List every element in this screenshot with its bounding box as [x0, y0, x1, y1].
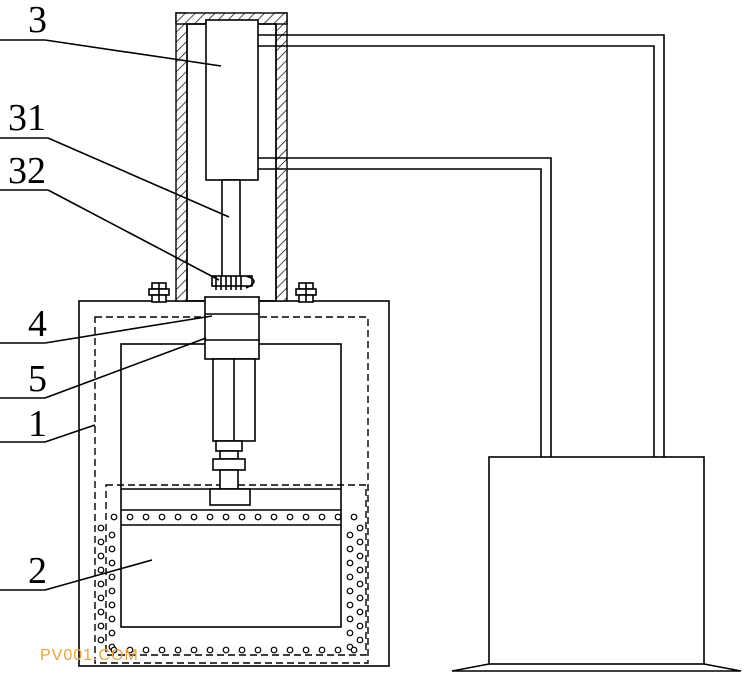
- coil-ring: [350, 646, 358, 654]
- coil-ring: [302, 513, 310, 521]
- heating-coil-top-row: [110, 513, 358, 521]
- coil-ring: [254, 646, 262, 654]
- coil-ring: [346, 601, 354, 609]
- coil-ring: [346, 545, 354, 553]
- label-part-4: 4: [28, 303, 47, 345]
- coil-ring: [97, 608, 105, 616]
- coil-ring: [356, 566, 364, 574]
- coil-ring: [270, 646, 278, 654]
- coil-ring: [346, 615, 354, 623]
- coil-ring: [142, 513, 150, 521]
- coil-ring: [356, 580, 364, 588]
- heating-coil-left-column: [97, 524, 116, 651]
- pump-box: [451, 456, 742, 672]
- coil-ring: [356, 608, 364, 616]
- coil-ring: [110, 513, 118, 521]
- coil-ring: [174, 646, 182, 654]
- coil-ring: [97, 538, 105, 546]
- coil-ring: [356, 524, 364, 532]
- coil-ring: [158, 513, 166, 521]
- coil-ring: [108, 587, 116, 595]
- coil-ring: [346, 629, 354, 637]
- coil-ring: [356, 538, 364, 546]
- label-part-5: 5: [28, 358, 47, 400]
- coil-ring: [302, 646, 310, 654]
- coil-ring: [126, 646, 134, 654]
- coil-ring: [108, 601, 116, 609]
- coil-ring: [97, 622, 105, 630]
- coil-ring: [142, 646, 150, 654]
- coil-ring: [222, 513, 230, 521]
- coil-ring: [350, 513, 358, 521]
- coil-ring: [206, 513, 214, 521]
- label-part-32: 32: [8, 150, 46, 192]
- label-part-1: 1: [28, 403, 47, 445]
- press-head: [209, 440, 251, 506]
- coil-ring: [334, 513, 342, 521]
- coil-ring: [346, 531, 354, 539]
- coil-ring: [334, 646, 342, 654]
- sleeve-block: [204, 296, 260, 360]
- heating-coil-right-column: [346, 524, 364, 651]
- coil-ring: [97, 552, 105, 560]
- coil-ring: [108, 545, 116, 553]
- coil-ring: [108, 629, 116, 637]
- coil-ring: [108, 573, 116, 581]
- coil-ring: [270, 513, 278, 521]
- piston-rod: [221, 179, 241, 284]
- label-part-31: 31: [8, 97, 46, 139]
- heating-container: [97, 484, 367, 656]
- coil-ring: [206, 646, 214, 654]
- coil-ring: [126, 513, 134, 521]
- coil-ring: [356, 622, 364, 630]
- coil-ring: [97, 524, 105, 532]
- coil-ring: [190, 646, 198, 654]
- coil-ring: [286, 513, 294, 521]
- coil-ring: [108, 615, 116, 623]
- coil-ring: [110, 646, 118, 654]
- coil-ring: [356, 552, 364, 560]
- coil-ring: [356, 594, 364, 602]
- coil-ring: [158, 646, 166, 654]
- upper-air-pipe: [258, 34, 665, 457]
- heating-coil-bottom-row: [110, 646, 358, 654]
- coil-ring: [318, 646, 326, 654]
- coil-ring: [254, 513, 262, 521]
- label-part-2: 2: [28, 550, 47, 592]
- coil-ring: [174, 513, 182, 521]
- coil-ring: [108, 559, 116, 567]
- coil-ring: [346, 559, 354, 567]
- coil-ring: [238, 646, 246, 654]
- left-bolt: [148, 282, 170, 303]
- coil-ring: [97, 580, 105, 588]
- coil-ring: [238, 513, 246, 521]
- lower-air-pipe: [258, 157, 552, 457]
- coil-ring: [97, 566, 105, 574]
- coil-ring: [356, 636, 364, 644]
- coil-ring: [97, 636, 105, 644]
- coil-ring: [346, 573, 354, 581]
- connector-pin: [211, 275, 255, 290]
- watermark-text: PV001.COM: [40, 647, 139, 664]
- coil-ring: [222, 646, 230, 654]
- right-bolt: [295, 282, 317, 303]
- coil-ring: [318, 513, 326, 521]
- coil-ring: [108, 531, 116, 539]
- coil-ring: [97, 594, 105, 602]
- coil-ring: [346, 587, 354, 595]
- coil-ring: [190, 513, 198, 521]
- cylinder-body: [205, 19, 259, 181]
- coil-ring: [286, 646, 294, 654]
- label-part-3: 3: [28, 0, 47, 41]
- leader-lines: [0, 39, 230, 591]
